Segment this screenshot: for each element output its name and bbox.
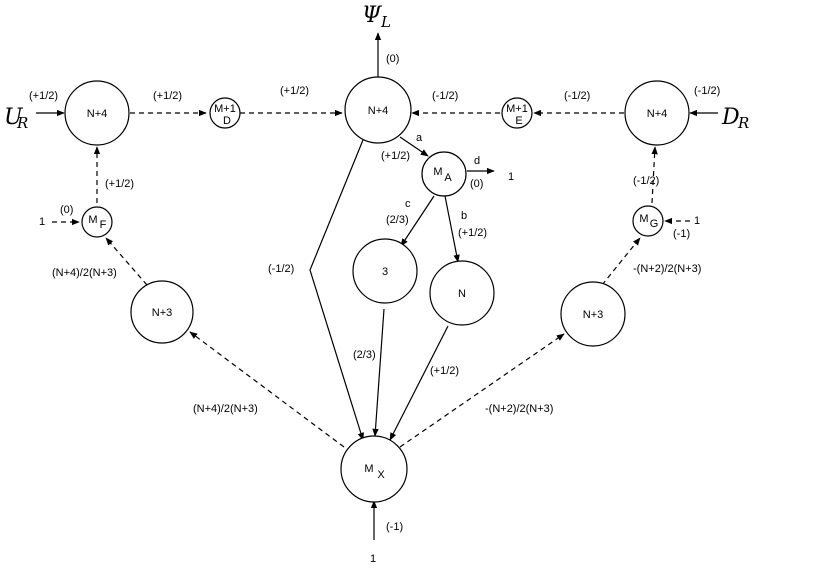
node-n: N [429,260,495,326]
edge-center-to-ma [399,136,429,157]
edge-center-to-mx [309,139,364,441]
node-m1e-top: M+1 [506,103,528,115]
label-n-to-mx: (+1/2) [430,365,459,377]
label-psi-edge: (0) [386,53,399,65]
label-mx-in-src: 1 [370,553,376,565]
node-m1e: M+1 E [501,97,533,129]
label-ur-in: (+1/2) [29,90,58,102]
node-n3-left: N+3 [130,280,194,344]
label-dr-in: (-1/2) [694,85,720,97]
label-mx-in-val: (-1) [386,521,403,533]
edge-ma-to-three [400,195,435,247]
node-n4-left: N+4 [64,80,130,146]
ur-symbol: U [4,105,24,130]
node-n-label: N [458,288,466,300]
node-ma-main: M [433,166,442,178]
node-three-label: 3 [382,266,388,278]
label-d: d [474,155,480,167]
psi-subscript: L [380,13,391,31]
node-n3-right: N+3 [560,281,626,347]
edge-n-to-mx [389,325,449,441]
label-e-to-center: (-1/2) [432,90,458,102]
node-mx-sub: X [377,469,385,481]
label-c-val: (2/3) [386,214,409,226]
label-mx-to-n3l: (N+4)/2(N+3) [193,403,258,415]
dr-symbol: D [721,105,740,130]
node-n3-left-label: N+3 [152,307,173,319]
label-c: c [405,198,411,210]
node-n4-center: N+4 [344,76,412,144]
node-mf: M F [81,206,113,238]
label-b: b [461,210,467,222]
node-n4-center-label: N+4 [368,105,389,117]
node-mf-main: M [88,214,97,226]
node-mg: M G [632,205,664,237]
label-d-val: (0) [470,178,483,190]
node-m1e-bottom: E [515,115,522,127]
node-three: 3 [352,238,418,304]
label-three-to-mx: (2/3) [353,349,376,361]
ur-subscript: R [16,114,28,132]
node-n3-right-label: N+3 [583,309,604,321]
label-left-to-d: (+1/2) [153,90,182,102]
psi-symbol: Ψ [362,3,382,28]
node-m1d-bottom: D [223,115,231,127]
label-d-out: 1 [508,171,514,183]
label-mg-in-val: (-1) [673,228,690,240]
edge-mx-to-n3l [189,331,345,448]
label-b-val: (+1/2) [458,227,487,239]
node-m1d: M+1 D [209,97,241,129]
node-mx-main: M [364,463,373,475]
label-a: a [416,132,423,144]
edge-mx-to-n3r [399,333,565,448]
node-mg-main: M [639,213,648,225]
node-n4-right-label: N+4 [647,108,668,120]
node-n4-right: N+4 [624,80,690,146]
node-mf-sub: F [100,219,107,231]
edge-mg-to-right-n4 [651,146,658,204]
label-mg-in-src: 1 [694,215,700,227]
label-center-to-mx: (-1/2) [268,263,294,275]
label-mg-to-right: (-1/2) [633,175,659,187]
label-n3r-to-mg: -(N+2)/2(N+3) [633,263,701,275]
dr-subscript: R [737,114,749,132]
label-mx-to-n3r: -(N+2)/2(N+3) [485,403,553,415]
label-a-val: (+1/2) [381,150,410,162]
node-mg-sub: G [650,218,659,230]
edge-three-to-mx [372,308,385,437]
label-mf-in-src: 1 [39,216,45,228]
edge-ma-to-n [444,195,460,263]
node-n4-left-label: N+4 [87,108,108,120]
node-mx: M X [340,435,408,503]
label-right-to-e: (-1/2) [564,90,590,102]
label-n3l-to-mf: (N+4)/2(N+3) [52,267,117,279]
label-mf-to-left: (+1/2) [105,178,134,190]
label-mf-in-val: (0) [60,204,73,216]
node-ma: M A [421,151,467,197]
edge-n3r-to-mg [601,237,641,286]
edge-n3l-to-mf [105,237,148,286]
label-d-to-center: (+1/2) [280,85,309,97]
node-m1d-top: M+1 [214,103,236,115]
node-ma-sub: A [444,172,452,184]
